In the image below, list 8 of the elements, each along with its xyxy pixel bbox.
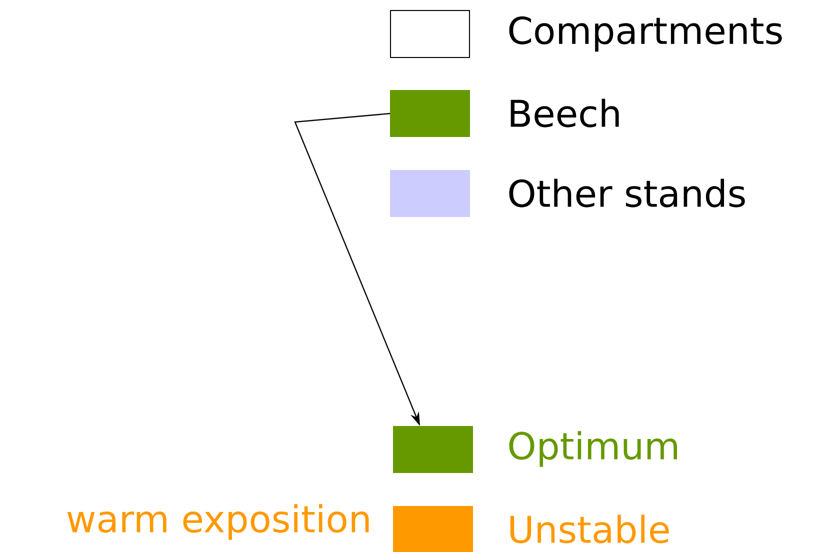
legend-text: Other stands	[509, 178, 745, 208]
legend-swatch	[390, 90, 470, 137]
legend-text: Beech	[510, 98, 619, 128]
note-text: warm exposition	[68, 504, 369, 540]
legend-text: Compartments	[509, 16, 782, 52]
legend-text: Optimum	[509, 431, 677, 467]
legend-text: Unstable	[510, 514, 669, 544]
legend-swatch	[393, 426, 473, 473]
